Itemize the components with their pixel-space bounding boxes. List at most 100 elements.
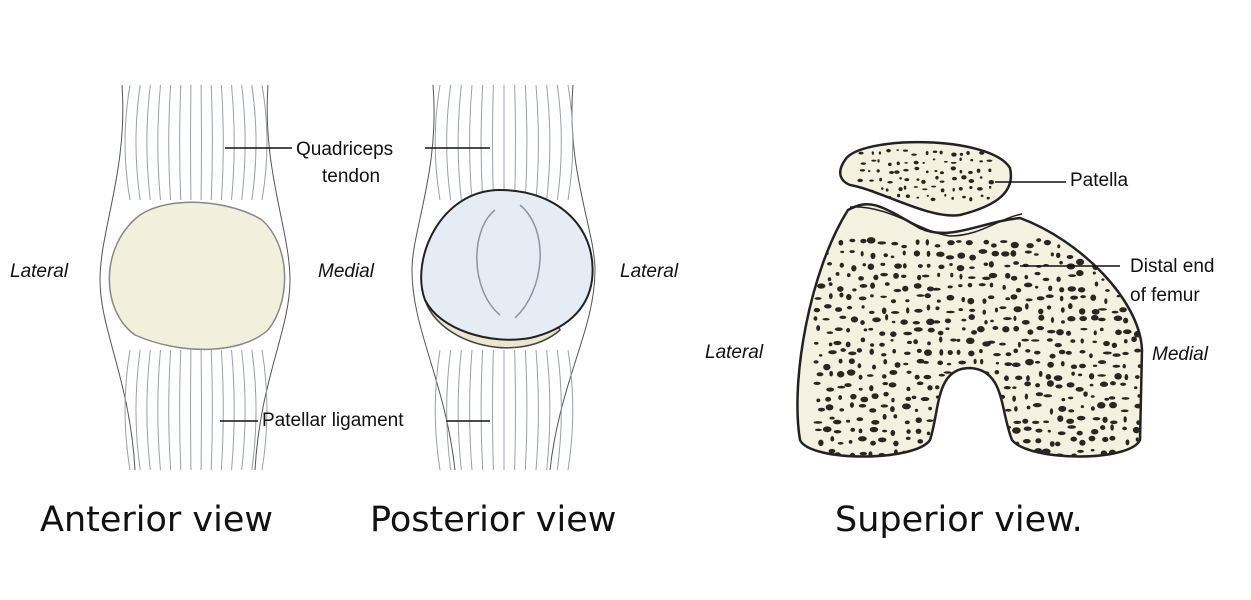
trabecula bbox=[939, 349, 944, 356]
tendon-fiber bbox=[434, 84, 441, 201]
trabecula bbox=[877, 437, 887, 443]
trabecula bbox=[869, 408, 877, 413]
trabecula bbox=[857, 178, 863, 183]
trabecula bbox=[1080, 327, 1088, 331]
trabecula bbox=[958, 284, 963, 288]
trabecula bbox=[956, 392, 961, 396]
trabecula bbox=[982, 276, 991, 280]
trabecula bbox=[1092, 364, 1098, 368]
trabecula bbox=[1103, 340, 1110, 347]
trabecula bbox=[885, 188, 889, 192]
trabecula bbox=[1004, 408, 1012, 412]
trabecula bbox=[913, 327, 923, 332]
trabecula bbox=[913, 186, 919, 188]
trabecula bbox=[878, 151, 882, 155]
trabecula bbox=[891, 320, 896, 324]
trabecula bbox=[1013, 325, 1020, 332]
trabecula bbox=[917, 439, 924, 444]
trabecula bbox=[1013, 306, 1023, 313]
trabecula bbox=[925, 170, 929, 174]
trabecula bbox=[1059, 260, 1063, 265]
trabecula bbox=[882, 374, 887, 379]
trabecula bbox=[1090, 395, 1095, 398]
trabecula bbox=[838, 239, 844, 246]
trabecula bbox=[856, 417, 864, 422]
trabecula bbox=[1016, 453, 1020, 457]
trabecula bbox=[851, 265, 857, 272]
trabecula bbox=[1078, 243, 1086, 248]
trabecula bbox=[925, 151, 929, 156]
tendon-fiber bbox=[146, 349, 151, 471]
trabecula bbox=[1023, 426, 1032, 431]
trabecula bbox=[970, 158, 974, 162]
trabecula bbox=[976, 168, 981, 173]
trabecula bbox=[879, 177, 883, 182]
trabecula bbox=[925, 239, 930, 246]
trabecula bbox=[1121, 397, 1130, 400]
trabecula bbox=[1067, 316, 1076, 322]
trabecula bbox=[887, 180, 893, 184]
trabecula bbox=[1100, 450, 1108, 457]
trabecula bbox=[890, 339, 894, 342]
trabecula bbox=[1132, 426, 1140, 434]
trabecula bbox=[1101, 250, 1107, 255]
trabecula bbox=[1079, 315, 1087, 322]
trabecula bbox=[858, 151, 864, 155]
trabecula bbox=[956, 372, 965, 379]
tendon-fiber bbox=[124, 349, 131, 471]
trabecula bbox=[844, 383, 852, 388]
trabecula bbox=[1123, 329, 1132, 335]
trabecula bbox=[928, 406, 933, 411]
trabecula bbox=[981, 404, 988, 411]
trabecula bbox=[833, 429, 842, 434]
trabecula bbox=[893, 288, 902, 293]
trabecula bbox=[981, 419, 987, 424]
trabecula bbox=[837, 385, 846, 389]
trabecula bbox=[870, 343, 875, 347]
trabecula bbox=[850, 316, 859, 323]
trabecula bbox=[904, 162, 908, 164]
trabecula bbox=[896, 193, 901, 198]
trabecula bbox=[1080, 338, 1084, 344]
trabecula bbox=[944, 394, 953, 400]
trabecula bbox=[1054, 343, 1062, 348]
trabecula bbox=[934, 169, 938, 173]
trabecula bbox=[968, 314, 976, 320]
trabecula bbox=[902, 250, 906, 256]
trabecula bbox=[1048, 285, 1053, 292]
label-anterior-lateral: Lateral bbox=[10, 261, 69, 282]
trabecula bbox=[1043, 394, 1053, 398]
trabecula bbox=[1123, 317, 1129, 324]
trabecula bbox=[868, 327, 874, 331]
trabecula bbox=[1076, 258, 1085, 266]
trabecula bbox=[1057, 244, 1061, 249]
trabecula bbox=[870, 440, 876, 446]
trabecula bbox=[1088, 373, 1095, 380]
trabecula bbox=[920, 396, 930, 402]
trabecula bbox=[1105, 289, 1110, 292]
trabecula bbox=[931, 185, 937, 188]
trabecula bbox=[1135, 437, 1139, 442]
trabecula bbox=[948, 407, 957, 412]
trabecula bbox=[1046, 305, 1052, 310]
trabecula bbox=[1034, 360, 1041, 364]
trabecula bbox=[1104, 298, 1108, 305]
posterior-tendon bbox=[411, 84, 596, 471]
trabecula bbox=[1134, 452, 1142, 457]
trabecula bbox=[835, 307, 843, 312]
trabecula bbox=[896, 149, 899, 152]
trabecula bbox=[1015, 288, 1022, 293]
trabecula bbox=[958, 186, 963, 191]
trabecula bbox=[859, 284, 868, 288]
trabecula bbox=[1077, 287, 1086, 293]
trabecula bbox=[923, 374, 932, 380]
trabecula bbox=[1035, 383, 1041, 388]
label-quadriceps-tendon-2: tendon bbox=[322, 166, 381, 187]
trabecula bbox=[916, 294, 925, 297]
tendon-fiber bbox=[261, 84, 268, 201]
trabecula bbox=[1091, 309, 1100, 315]
trabecula bbox=[969, 308, 976, 312]
trabecula bbox=[1124, 374, 1129, 381]
trabecula bbox=[926, 263, 931, 268]
trabecula bbox=[949, 425, 955, 432]
